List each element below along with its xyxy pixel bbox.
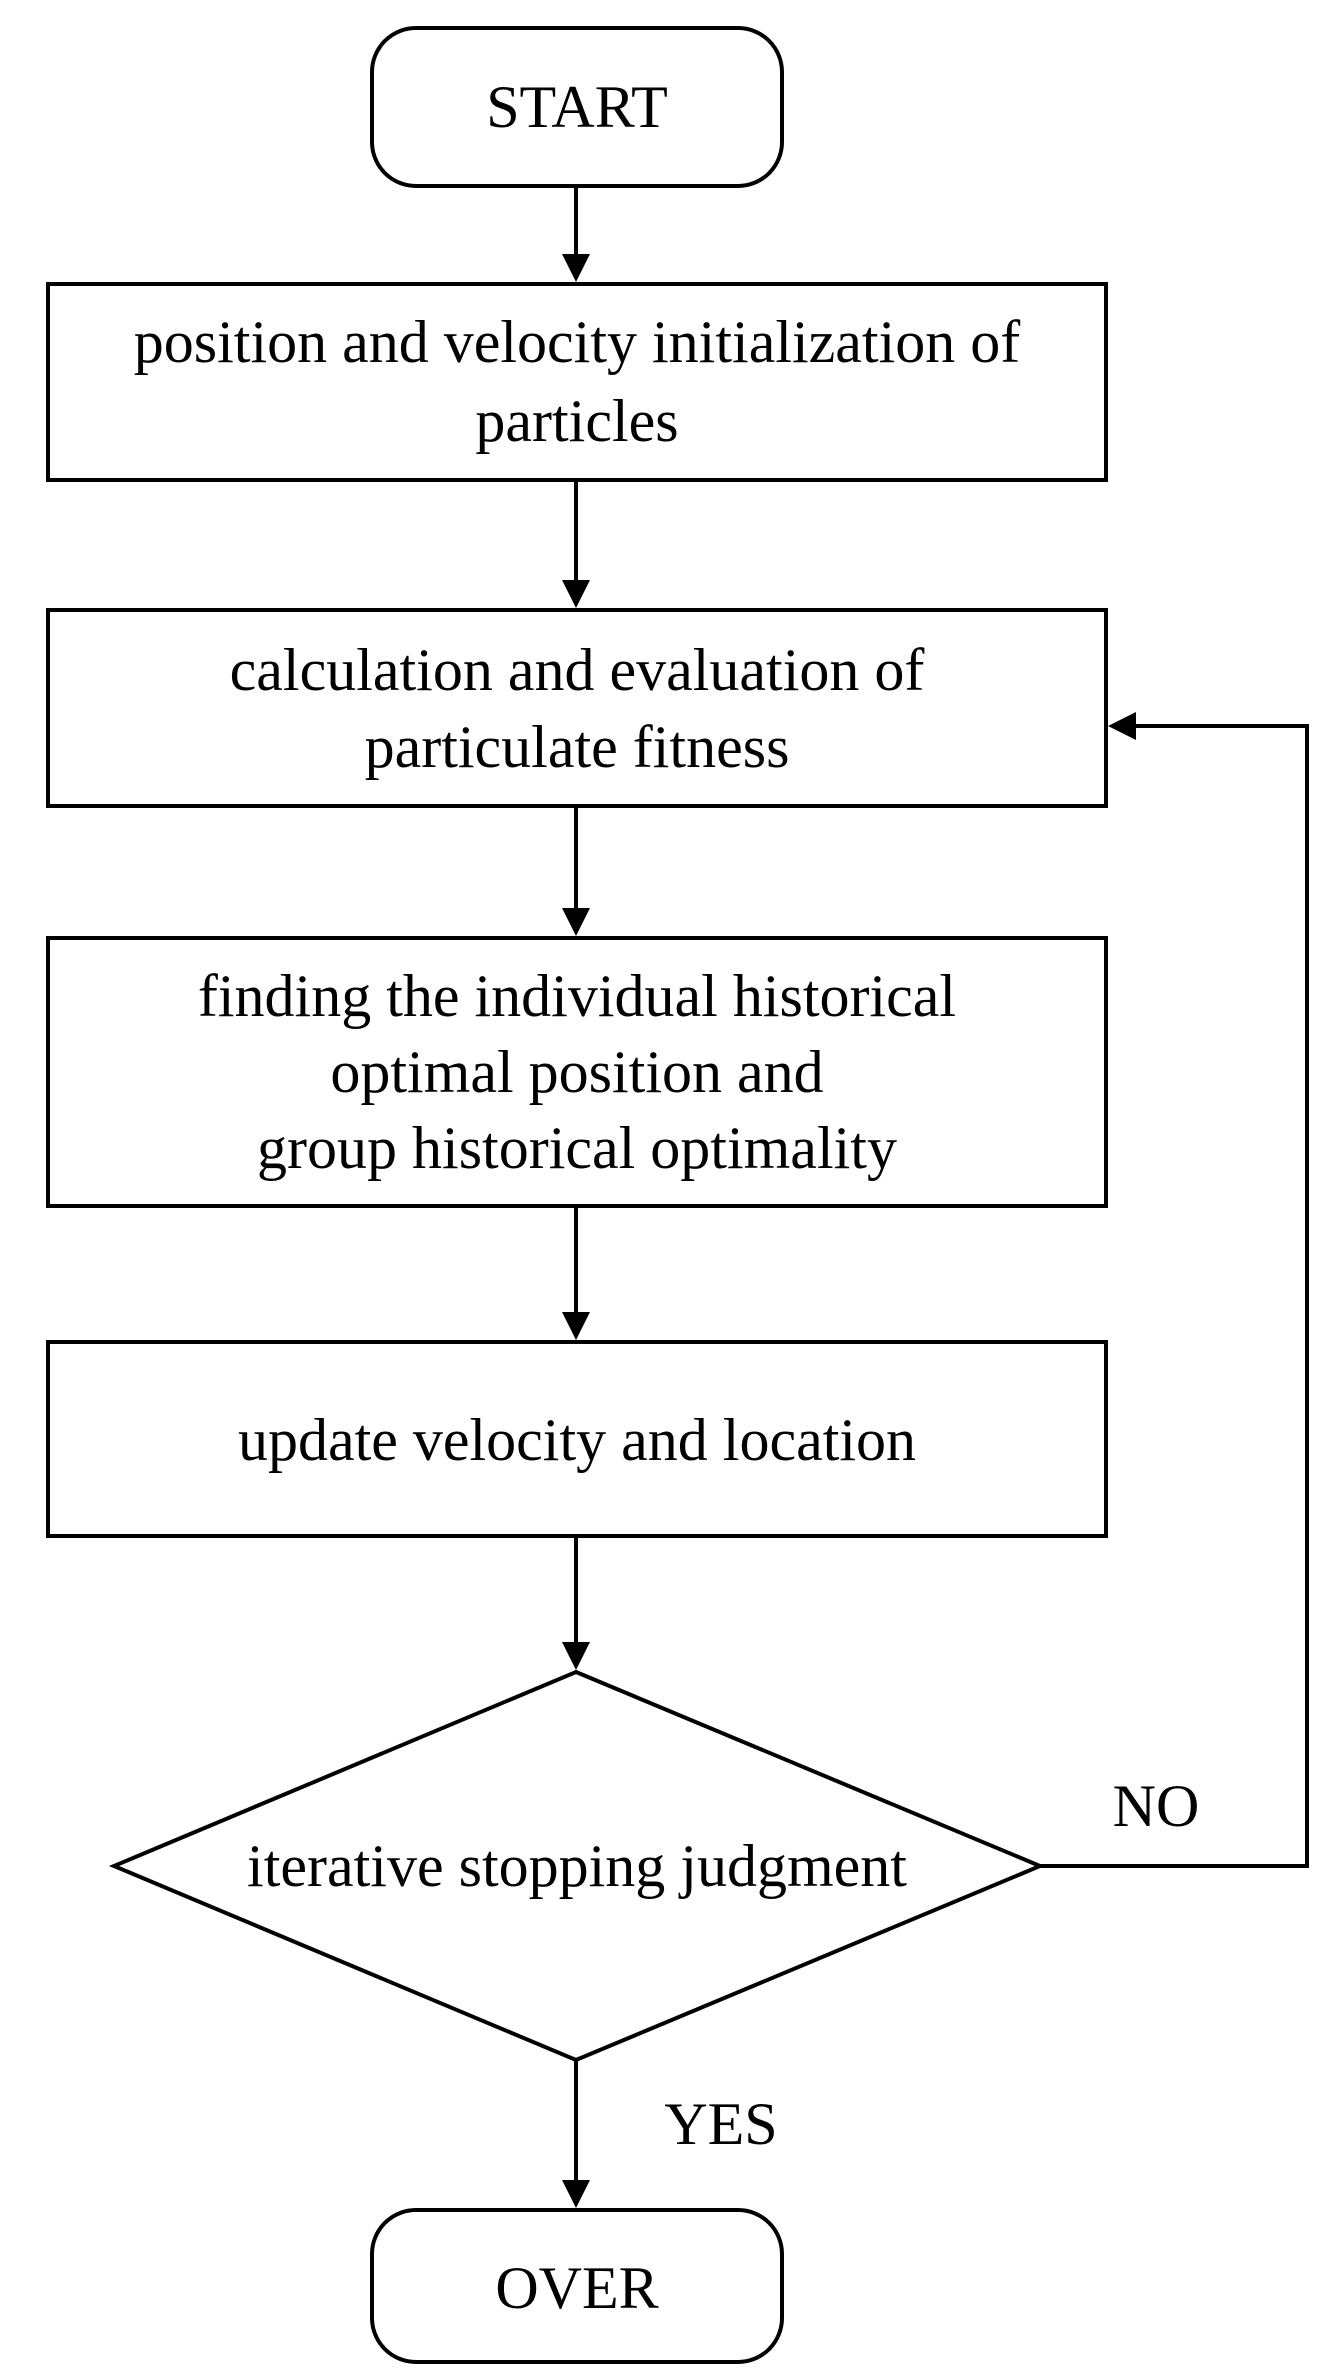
- no-edge-label: NO: [1113, 1773, 1200, 1839]
- arrowhead-loop-back: [1108, 712, 1136, 740]
- arrowhead-decision-to-end: [562, 2180, 590, 2208]
- fitness-label-line-2: particulate fitness: [365, 714, 790, 780]
- end-node: OVER: [370, 2208, 784, 2364]
- update-label: update velocity and location: [238, 1407, 916, 1473]
- init-label-line-1: position and velocity initialization of: [134, 309, 1021, 375]
- decision-label: iterative stopping judgment: [247, 1833, 907, 1899]
- yes-edge-label: YES: [664, 2091, 777, 2157]
- init-label-line-2: particles: [475, 388, 678, 454]
- optimal-label-line-3: group historical optimality: [257, 1115, 897, 1181]
- optimal-label-line-2: optimal position and: [330, 1039, 823, 1105]
- arrowhead-fitness-to-optimal: [562, 908, 590, 936]
- start-label: START: [486, 74, 668, 140]
- start-node: START: [370, 26, 784, 188]
- init-process-box: position and velocity initialization of …: [46, 282, 1108, 482]
- arrowhead-optimal-to-update: [562, 1312, 590, 1340]
- arrowhead-init-to-fitness: [562, 580, 590, 608]
- optimal-process-box: finding the individual historical optima…: [46, 936, 1108, 1208]
- loop-back-line: [1040, 724, 1309, 1868]
- arrowhead-start-to-init: [562, 254, 590, 282]
- end-label: OVER: [495, 2255, 658, 2321]
- arrowhead-update-to-decision: [562, 1642, 590, 1670]
- decision-diamond: iterative stopping judgment: [108, 1669, 1046, 2063]
- update-process-box: update velocity and location: [46, 1340, 1108, 1538]
- fitness-process-box: calculation and evaluation of particulat…: [46, 608, 1108, 808]
- fitness-label-line-1: calculation and evaluation of: [230, 637, 925, 703]
- optimal-label-line-1: finding the individual historical: [198, 963, 956, 1029]
